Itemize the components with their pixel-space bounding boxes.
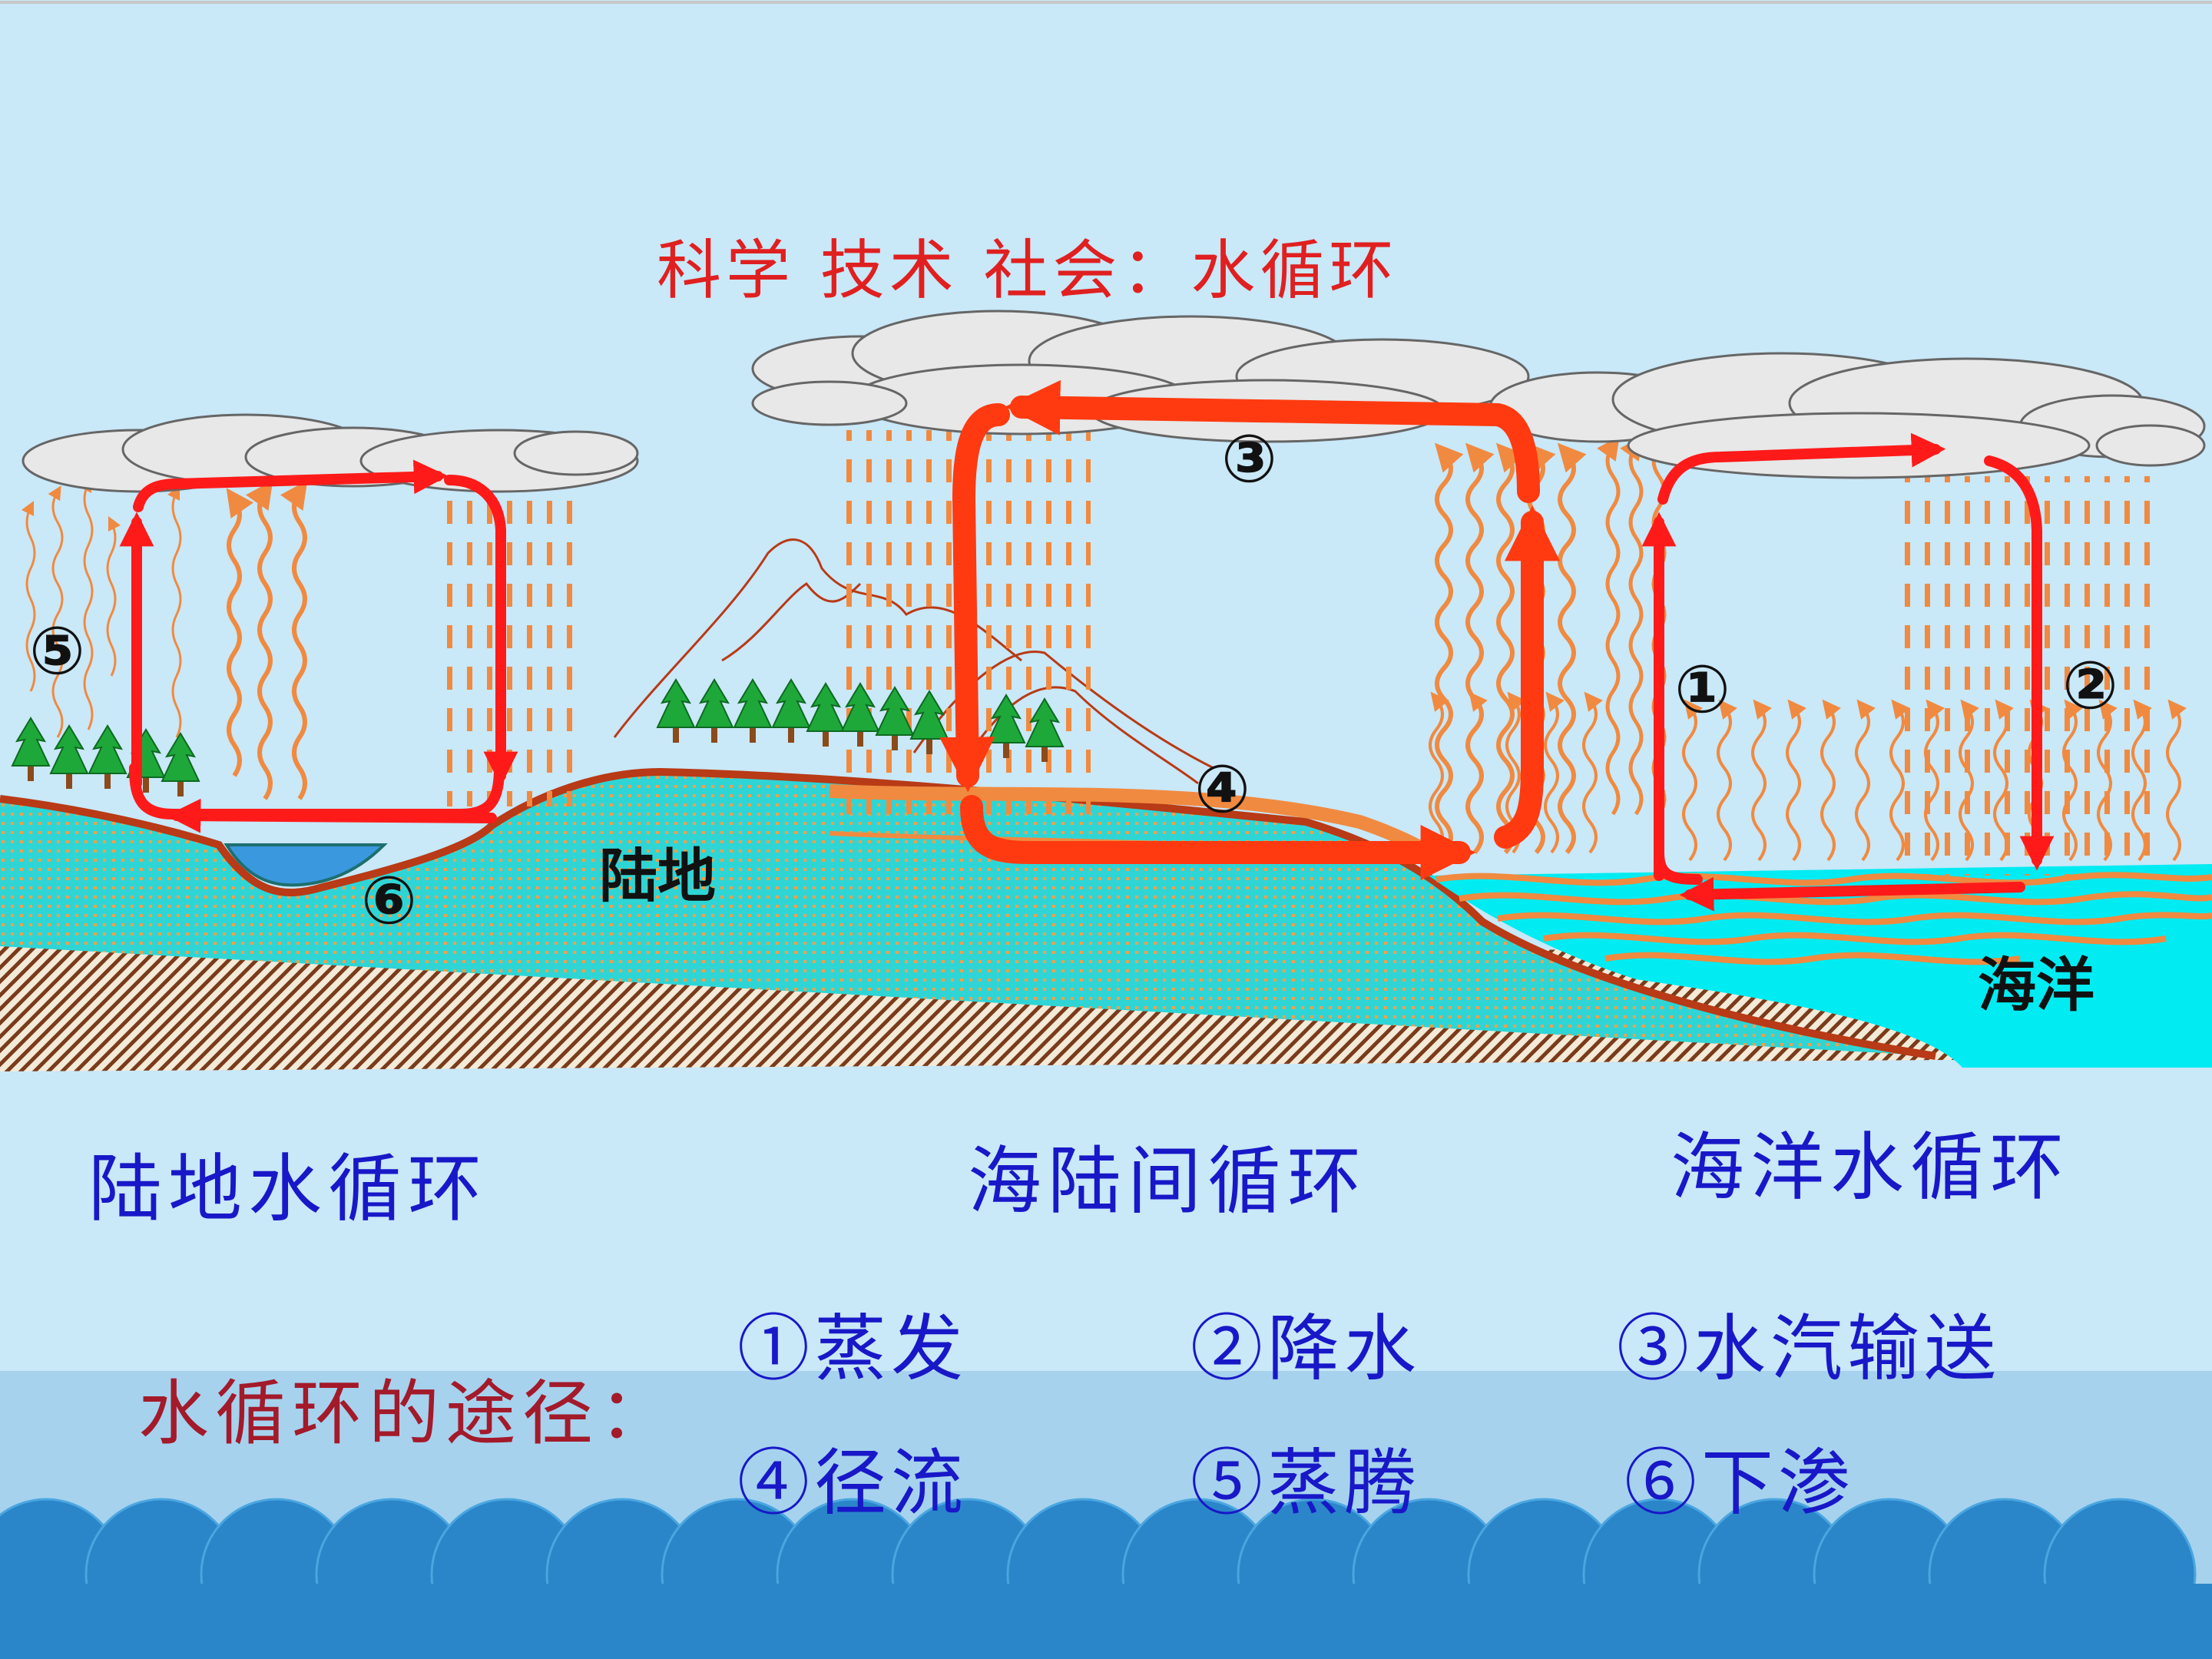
vapor-line bbox=[1924, 699, 1945, 862]
vapor-line bbox=[2131, 699, 2152, 862]
vapor-line bbox=[1751, 699, 1772, 862]
sea-land-arrows bbox=[939, 379, 1561, 881]
tree bbox=[771, 678, 811, 743]
vapor-line bbox=[280, 480, 308, 800]
marker-2: ② bbox=[2062, 647, 2118, 724]
land bbox=[0, 772, 1936, 1056]
ocean-label: 海洋 bbox=[1978, 951, 2094, 1019]
cycle-arrows bbox=[119, 432, 2055, 912]
cloud-right bbox=[1488, 352, 2206, 479]
vapor-line bbox=[2097, 699, 2118, 862]
tree bbox=[49, 724, 89, 789]
vapor-line bbox=[1820, 699, 1841, 862]
marker-5: ⑤ bbox=[29, 613, 85, 690]
tree bbox=[11, 717, 51, 781]
vapor-line bbox=[245, 480, 273, 800]
vapor-line bbox=[1557, 442, 1587, 855]
tree bbox=[694, 678, 734, 743]
tree bbox=[1025, 697, 1065, 762]
vapor-line bbox=[1429, 691, 1449, 854]
rain-ocean bbox=[1897, 476, 2151, 876]
route-precipitation: ②降水 bbox=[1190, 1307, 1422, 1391]
route-transpiration: ⑤蒸腾 bbox=[1190, 1442, 1422, 1525]
vapor-line bbox=[1620, 435, 1644, 816]
vapor-line bbox=[1467, 691, 1488, 854]
marker-3: ③ bbox=[1221, 421, 1277, 498]
vapor-line bbox=[2062, 699, 2083, 862]
tree bbox=[656, 678, 696, 743]
marker-1: ① bbox=[1674, 651, 1730, 728]
vapor-line bbox=[106, 515, 121, 677]
cycle-label-land: 陆地水循环 bbox=[88, 1146, 488, 1232]
vapor-line bbox=[1582, 691, 1603, 854]
vapor-line bbox=[226, 488, 254, 777]
tree bbox=[733, 678, 773, 743]
vapor-line bbox=[48, 485, 64, 738]
cycle-label-ocean: 海洋水循环 bbox=[1671, 1124, 2070, 1210]
tree bbox=[986, 694, 1026, 758]
clouds bbox=[22, 310, 2206, 493]
cloud-left bbox=[22, 413, 639, 493]
rain-land bbox=[442, 484, 576, 806]
route-runoff: ④径流 bbox=[737, 1442, 969, 1525]
vapor-line bbox=[167, 485, 182, 738]
tree bbox=[161, 732, 200, 796]
vapor-line bbox=[1682, 699, 1703, 862]
tree bbox=[909, 690, 949, 754]
marker-4: ④ bbox=[1194, 751, 1250, 828]
vapor-line bbox=[1544, 691, 1565, 854]
sky bbox=[0, 0, 2212, 1371]
vapor-line bbox=[1855, 699, 1876, 862]
marker-6: ⑥ bbox=[361, 863, 417, 939]
vapor-line bbox=[1597, 435, 1621, 816]
lake bbox=[224, 843, 388, 887]
routes-label: 水循环的途径： bbox=[138, 1373, 677, 1455]
land-label: 陆地 bbox=[599, 842, 716, 910]
route-evaporation: ①蒸发 bbox=[737, 1307, 969, 1391]
ocean bbox=[1429, 864, 2212, 1068]
route-vapor-transport: ③水汽输送 bbox=[1617, 1307, 2002, 1391]
vapor-line bbox=[1959, 699, 1979, 862]
tree bbox=[806, 682, 846, 747]
vapor-line bbox=[1717, 699, 1737, 862]
vapor-line bbox=[78, 477, 94, 730]
page-title: 科学 技术 社会：水循环 bbox=[657, 233, 1399, 308]
tree bbox=[88, 724, 127, 789]
vapor-line bbox=[1889, 699, 1910, 862]
vapor-line bbox=[1786, 699, 1806, 862]
cycle-label-sea-land: 海陆间循环 bbox=[968, 1138, 1367, 1224]
tree bbox=[875, 686, 915, 750]
vapor-line bbox=[1434, 442, 1464, 855]
route-infiltration: ⑥下渗 bbox=[1624, 1442, 1856, 1525]
vapor-line bbox=[2166, 699, 2187, 862]
tree bbox=[840, 682, 880, 747]
vapor-line bbox=[1993, 699, 2014, 862]
vapor-line bbox=[21, 500, 36, 692]
